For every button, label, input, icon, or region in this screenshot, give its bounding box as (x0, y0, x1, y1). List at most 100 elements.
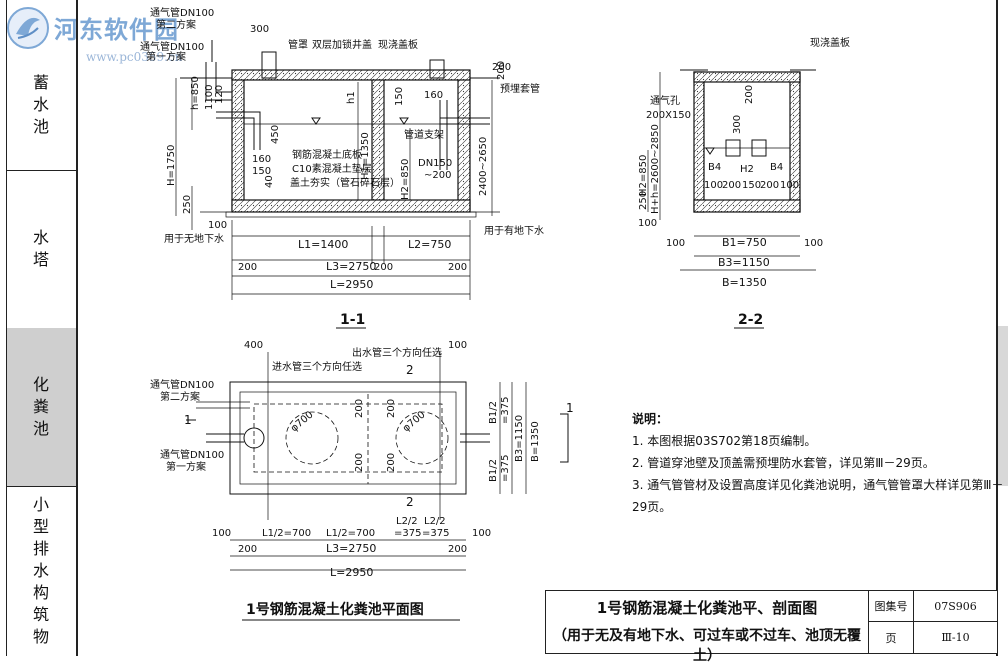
manhole-right (395, 411, 449, 465)
plan-sec2-top: 2 (406, 363, 414, 377)
plan-dim-e100b: 100 (472, 528, 491, 539)
sidebar-item-small-drainage[interactable]: 小型排水构筑物 (6, 486, 76, 656)
dim-h850: h=850 (190, 76, 201, 110)
sidebar-char: 水 (32, 561, 49, 580)
sidebar-item-reservoir[interactable]: 蓄水池 (6, 40, 76, 171)
tank-floor (231, 199, 471, 213)
plan-inner (239, 391, 457, 485)
s22-dim-100a: 100 (704, 180, 723, 191)
dim-450: 450 (270, 125, 281, 144)
dim-L3: L3=2750 (326, 260, 376, 273)
plan-dim-e100a: 100 (212, 528, 231, 539)
notes-heading: 说明： (632, 412, 669, 426)
tank-partition (371, 77, 385, 211)
dim-2400-2650: 2400~2650 (478, 137, 489, 196)
plan-sec2-bottom: 2 (406, 495, 414, 509)
s22-dim-HH: H+h=2600~2850 (650, 124, 661, 214)
s22-dim-B: B=1350 (722, 276, 767, 289)
s22-dim-e100a: 100 (666, 238, 685, 249)
dim-L1: L1=1400 (298, 238, 348, 251)
plan-dim-200c: 200 (386, 399, 397, 418)
dim-120: 120 (214, 85, 225, 104)
label-pre-sleeve: 预埋套管 (500, 82, 540, 95)
plan-dim-200b: 200 (354, 453, 365, 472)
frame-left-line (76, 0, 78, 656)
page-label: 页 (869, 622, 914, 653)
s22-label-vent-size: 200X150 (646, 110, 691, 121)
watermark-title: 河东软件园 (54, 16, 179, 44)
plan-view: 进水管三个方向任选 出水管三个方向任选 通气管DN100 第二方案 通气管DN1… (150, 340, 574, 621)
plan-dim-100: 100 (448, 340, 467, 351)
plan-label-vent-1-opt: 第一方案 (166, 460, 206, 473)
s22-dim-B4a: B4 (708, 162, 721, 173)
label-cast-cover: 现浇盖板 (378, 38, 418, 51)
title-line-2: （用于无及有地下水、可过车或不过车、池顶无覆土） (553, 628, 861, 664)
sidebar-char: 池 (32, 419, 49, 438)
s22-dim-100: 100 (638, 218, 657, 229)
dim-L2: L2=750 (408, 238, 451, 251)
dim-200d: 200 (492, 62, 511, 73)
s22-dim-B4b: B4 (770, 162, 783, 173)
notes-item-1: 1. 本图根据03S702第18页编制。 (632, 434, 817, 448)
s22-dim-200b: 200 (760, 180, 779, 191)
dim-250: 250 (182, 195, 193, 214)
label-sleeve: 管罩 (288, 38, 308, 51)
edge-tab (998, 326, 1008, 486)
title-block: 1号钢筋混凝土化粪池平、剖面图 （用于无及有地下水、可过车或不过车、池顶无覆土）… (545, 590, 998, 664)
label-no-groundwater: 用于无地下水 (164, 232, 224, 245)
label-double-cover: 双层加锁井盖 (312, 38, 372, 51)
s22-wall-left (693, 71, 705, 213)
title-line-1: 1号钢筋混凝土化粪池平、剖面图 (596, 599, 818, 617)
sidebar-char: 化 (32, 375, 49, 394)
sidebar-char: 小 (32, 495, 49, 514)
sidebar-item-septic-tank[interactable]: 化粪池 (6, 328, 76, 487)
plan-label-vent-2-opt: 第二方案 (160, 390, 200, 403)
plan-dim-L2-2b: L2/2 (424, 516, 446, 527)
s22-dim-150: 150 (742, 180, 761, 191)
s22-wall-right (789, 71, 801, 213)
plan-sec1-left: 1 (184, 413, 192, 427)
plan-dim-L: L=2950 (330, 566, 373, 579)
dim-H2: H2=850 (400, 159, 411, 200)
dim-h1: h1 (346, 91, 357, 104)
sidebar-char: 水 (32, 228, 49, 247)
s22-dim-200: 200 (744, 85, 755, 104)
plan-dim-e200b: 200 (448, 544, 467, 555)
dim-160b: 160 (252, 154, 271, 165)
plan-outer (229, 381, 467, 495)
section-2-2: 现浇盖板 通气孔 200X150 H+h=2600~2850 H2=850 25… (638, 36, 850, 329)
tank-wall-left (231, 77, 245, 211)
plan-dim-B3: B3=1150 (514, 415, 525, 462)
s22-dim-B1: B1=750 (722, 236, 767, 249)
tank-cover (231, 69, 471, 81)
s22-dim-H2: H2=850 (638, 155, 649, 196)
label-c10: C10素混凝土垫层 (292, 162, 372, 175)
plan-label-vent-1: 通气管DN100 (160, 448, 224, 461)
dim-150b: 150 (252, 166, 271, 177)
label-fill: 盖土夯实（管石碎石层） (290, 176, 400, 189)
sidebar-char: 排 (32, 539, 49, 558)
label-with-groundwater: 用于有地下水 (484, 224, 544, 237)
dim-200b: 200 (374, 262, 393, 273)
sidebar-char: 蓄 (32, 73, 49, 92)
plan-dim-L2-2a: L2/2 (396, 516, 418, 527)
caption-plan: 1号钢筋混凝土化粪池平面图 (246, 601, 424, 618)
dim-H1: H1=1350 (360, 132, 371, 180)
dim-H1750: H=1750 (166, 145, 177, 186)
notes-item-3: 3. 通气管管材及设置高度详见化粪池说明，通气管管罩大样详见第Ⅲ－29页。 (632, 478, 1004, 514)
label-dn150: DN150 (418, 158, 452, 169)
dim-300: 300 (250, 24, 269, 35)
s22-cover (693, 71, 801, 83)
plan-dim-375c: =375 (394, 528, 421, 539)
sidebar-char: 塔 (32, 250, 49, 269)
plan-dim-400: 400 (244, 340, 263, 351)
plan-dim-B: B=1350 (530, 421, 541, 462)
plan-dim-B1-2b: B1/2 (488, 459, 499, 482)
s22-dim-H2b: H2 (740, 164, 754, 175)
watermark: 河东软件园 www.pc0359.cn (6, 4, 206, 74)
dim-40: 40 (264, 175, 275, 188)
plan-dim-200d: 200 (386, 453, 397, 472)
plan-dim-375d: =375 (422, 528, 449, 539)
plan-dim-e200a: 200 (238, 544, 257, 555)
dim-160: 160 (424, 90, 443, 101)
